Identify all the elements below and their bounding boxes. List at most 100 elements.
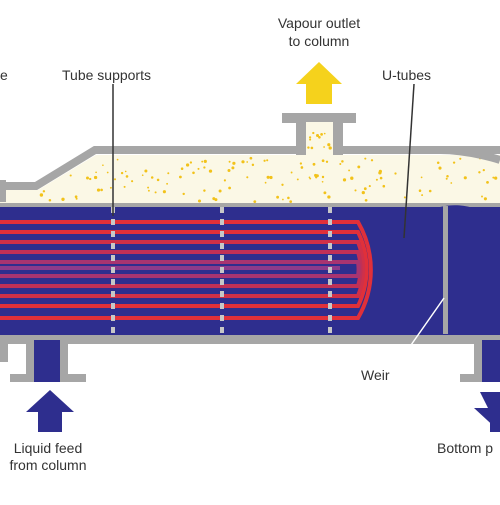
vapour-bubble	[266, 175, 270, 179]
vapour-bubble	[203, 189, 206, 192]
vapour-bubble	[228, 160, 231, 163]
vapour-bubble	[310, 146, 314, 150]
vapour-bubble	[307, 146, 310, 149]
vapour-bubble	[327, 195, 331, 199]
vapour-bubble	[123, 185, 126, 188]
vapour-bubble	[323, 132, 326, 135]
vapour-bubble	[403, 196, 406, 199]
liquid-pool	[0, 207, 500, 335]
vapour-bubble	[450, 182, 453, 184]
vapour-bubble	[269, 175, 273, 180]
vapour-bubble	[492, 176, 495, 179]
vapour-bubble	[483, 197, 487, 201]
vapour-bubble	[166, 182, 169, 185]
vapour-bubble	[147, 186, 150, 189]
vapour-bubble	[368, 185, 371, 188]
vapour-bubble	[86, 176, 89, 180]
tube-supports-label: Tube supports	[62, 67, 151, 83]
vapour-bubble	[197, 199, 202, 203]
vapour-bubble	[339, 163, 342, 165]
vapour-bubble	[147, 189, 150, 192]
vapour-bubble	[290, 171, 293, 174]
vapour-bubble	[323, 146, 325, 148]
vapour-bubble	[253, 200, 257, 203]
vapour-bubble	[156, 178, 160, 182]
vapour-bubble	[228, 186, 231, 190]
vapour-bubble	[131, 180, 134, 183]
vapour-bubble	[208, 169, 213, 173]
vapour-bubble	[300, 166, 304, 169]
vapour-bubble	[452, 161, 456, 164]
vapour-bubble	[125, 175, 129, 178]
vapour-bubble	[320, 133, 323, 136]
vapour-bubble	[343, 178, 345, 181]
vapour-bubble	[375, 178, 378, 181]
u-tube	[0, 260, 361, 278]
vapour-bubble	[318, 136, 321, 139]
vapour-bubble	[296, 178, 299, 181]
vapour-bubble	[308, 136, 312, 139]
vapour-bubble	[39, 193, 44, 197]
vapour-bubble	[364, 157, 367, 160]
vapour-bubble	[264, 181, 267, 184]
vapour-bubble	[212, 197, 216, 201]
vapour-bubble	[223, 179, 226, 182]
vapour-bubble	[218, 189, 222, 193]
vapour-bubble	[312, 162, 316, 166]
vapour-bubble	[95, 171, 97, 174]
vapour-bubble	[109, 186, 112, 189]
vapour-bubble	[203, 159, 207, 163]
vapour-bubble	[249, 156, 253, 160]
u-tubes-leader	[403, 83, 415, 239]
vapour-outlet-nozzle	[282, 113, 356, 156]
vapour-bubble	[69, 174, 72, 177]
vapour-bubble	[420, 176, 423, 179]
vapour-bubble	[314, 173, 318, 177]
vapour-bubble	[100, 188, 103, 192]
vapour-bubble	[120, 171, 124, 175]
tube-supports	[111, 207, 332, 334]
vapour-bubble	[276, 195, 279, 199]
vapour-bubble	[328, 146, 332, 150]
vapour-bubble	[48, 198, 52, 202]
vapour-bubble	[185, 163, 190, 167]
u-tubes-label: U-tubes	[382, 67, 431, 83]
vapour-bubble	[251, 163, 255, 167]
vapour-bubble	[478, 171, 481, 174]
vapour-bubble	[382, 184, 386, 188]
vapour-bubble	[421, 194, 424, 197]
vapour-bubble	[287, 196, 290, 200]
vapour-bubble	[481, 195, 483, 198]
vapour-bubble	[350, 176, 354, 180]
vapour-bubble	[93, 175, 98, 180]
weir-plate	[443, 206, 448, 334]
vapour-outlet-arrow-icon	[296, 62, 342, 104]
vapour-bubble	[144, 169, 148, 173]
vapour-bubble	[312, 131, 315, 135]
vapour-bubble	[354, 189, 357, 192]
shell-left-stub	[0, 180, 6, 202]
vapour-bubble	[482, 168, 485, 172]
vapour-bubble	[167, 172, 170, 175]
vapour-bubble	[325, 160, 329, 163]
vapour-bubble	[227, 169, 231, 172]
vapour-bubble	[323, 191, 327, 195]
vapour-bubble	[379, 176, 383, 180]
vapour-bubble	[364, 198, 368, 202]
vapour-bubble	[124, 170, 127, 173]
vapour-bubble	[282, 198, 284, 201]
weir-label: Weir	[361, 367, 390, 383]
vapour-bubble	[341, 160, 344, 163]
vapour-bubble	[289, 200, 293, 203]
shell-right-end	[439, 146, 500, 164]
vapour-bubble	[299, 162, 303, 165]
vapour-bubble	[102, 164, 104, 166]
bottom-product-nozzle	[460, 340, 500, 382]
vapour-bubble	[428, 189, 432, 193]
vapour-bubble	[266, 159, 269, 162]
liquid-feed-nozzle	[0, 340, 86, 382]
u-tube	[0, 230, 369, 308]
shell-base	[0, 334, 500, 344]
vapour-bubble	[61, 197, 65, 201]
